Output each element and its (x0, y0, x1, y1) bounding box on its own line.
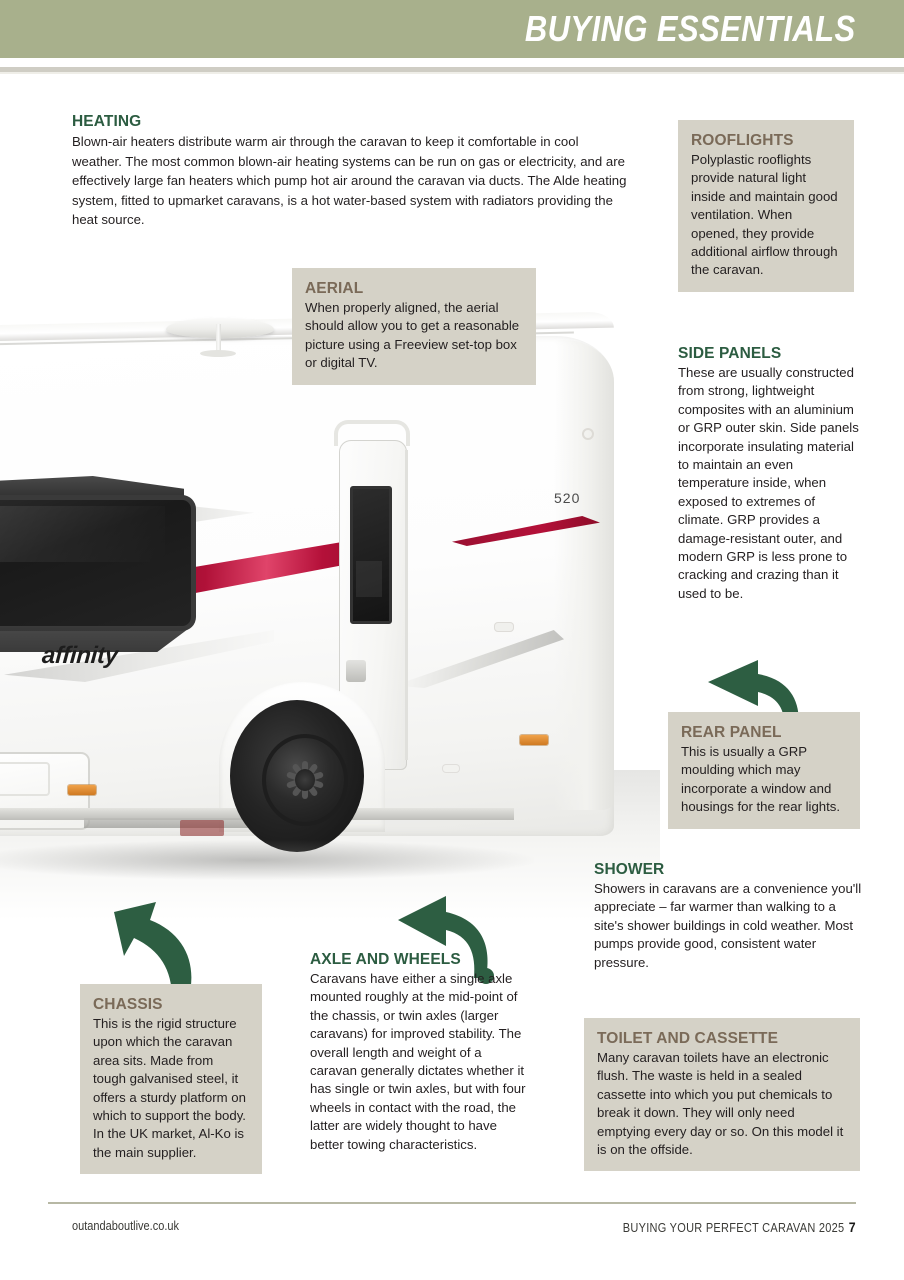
section-axle-and-wheels: AXLE AND WHEELS Caravans have either a s… (310, 950, 526, 1154)
caravan-wheel-hub (295, 769, 315, 791)
section-body-aerial: When properly aligned, the aerial should… (305, 300, 520, 371)
section-rooflights: ROOFLIGHTS Polyplastic rooflights provid… (678, 120, 854, 292)
caravan-rear-fitting-icon (582, 428, 594, 440)
section-body-toilet-and-cassette: Many caravan toilets have an electronic … (597, 1050, 844, 1158)
section-heading-chassis: CHASSIS (93, 996, 163, 1013)
caravan-service-cap-one (494, 622, 514, 632)
footer-page-number: 7 (848, 1219, 856, 1235)
caravan-model-decal: 520 (554, 490, 581, 506)
section-body-shower: Showers in caravans are a convenience yo… (594, 881, 862, 970)
caravan-window-sill (0, 626, 192, 652)
caravan-locker-hatch-inner (0, 762, 50, 796)
section-body-side-panels: These are usually constructed from stron… (678, 365, 859, 601)
axle-and-wheels-pointer-arrow-icon (398, 896, 494, 984)
header-band (0, 0, 904, 58)
page-title: BUYING ESSENTIALS (525, 8, 856, 49)
caravan-marker-lamp-rear (520, 735, 548, 745)
footer-divider-rule (48, 1202, 856, 1204)
caravan-service-cap-two (442, 764, 460, 773)
caravan-rear-corner (554, 340, 614, 810)
caravan-door-grab-handle (334, 420, 410, 446)
section-rear-panel: REAR PANEL This is usually a GRP mouldin… (668, 712, 860, 829)
section-body-rooflights: Polyplastic rooflights provide natural l… (691, 152, 838, 278)
section-toilet-and-cassette: TOILET AND CASSETTE Many caravan toilets… (584, 1018, 860, 1172)
section-heading-aerial: AERIAL (305, 280, 364, 297)
caravan-door-window (350, 486, 392, 624)
section-heading-heating: HEATING (72, 113, 142, 130)
photo-ground-shadow (0, 840, 534, 880)
caravan-axle-component (180, 820, 224, 836)
section-body-axle-and-wheels: Caravans have either a single axle mount… (310, 971, 526, 1152)
section-heading-shower: SHOWER (594, 861, 665, 878)
aerial-base (200, 350, 236, 357)
section-heading-axle-and-wheels: AXLE AND WHEELS (310, 951, 461, 968)
section-heading-side-panels: SIDE PANELS (678, 345, 782, 362)
footer-website[interactable]: outandaboutlive.co.uk (72, 1219, 180, 1233)
section-heading-rooflights: ROOFLIGHTS (691, 132, 794, 149)
caravan-marker-lamp-front (68, 785, 96, 795)
section-body-chassis: This is the rigid structure upon which t… (93, 1016, 246, 1160)
caravan-brand-decal: affinity (41, 642, 119, 669)
section-heading-rear-panel: REAR PANEL (681, 724, 782, 741)
section-body-rear-panel: This is usually a GRP moulding which may… (681, 744, 841, 815)
footer-publication-title: BUYING YOUR PERFECT CARAVAN 2025 (622, 1221, 845, 1235)
caravan-photo: affinity 520 (0, 300, 660, 920)
header-divider-rule (0, 67, 904, 74)
section-heading-toilet-and-cassette: TOILET AND CASSETTE (597, 1030, 779, 1047)
caravan-side-window (0, 495, 196, 631)
section-aerial: AERIAL When properly aligned, the aerial… (292, 268, 536, 385)
caravan-tyre (230, 700, 364, 852)
section-chassis: CHASSIS This is the rigid structure upon… (80, 984, 262, 1175)
caravan-door-hinge (405, 450, 408, 760)
section-body-heating: Blown-air heaters distribute warm air th… (72, 134, 627, 228)
aerial-stem (216, 324, 221, 354)
section-shower: SHOWER Showers in caravans are a conveni… (594, 860, 862, 972)
section-side-panels: SIDE PANELS These are usually constructe… (678, 344, 860, 603)
section-heating: HEATING Blown-air heaters distribute war… (72, 112, 632, 230)
caravan-door-handle (346, 660, 366, 682)
caravan-alloy-wheel-rim (262, 734, 348, 826)
